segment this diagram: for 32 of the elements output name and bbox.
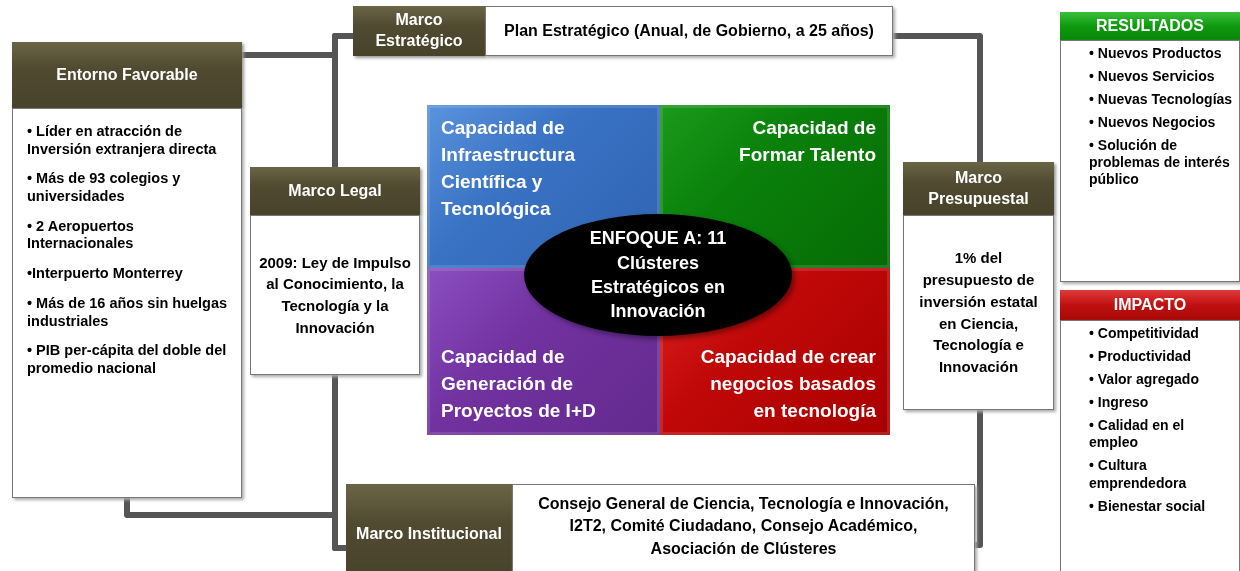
bullet-item: • Ingreso [1089,394,1150,412]
bullet-item: • Bienestar social [1089,497,1207,515]
bullet-item: • 2 Aeropuertos Internacionales [27,217,135,254]
bullet-item: • Productividad [1089,348,1193,366]
connector-line [332,33,353,167]
header-banner: Marco Legal [250,167,420,215]
bullet-item: • Calidad en el empleo [1089,417,1186,452]
header-banner: IMPACTO [1060,290,1240,320]
bullet-item: • Nuevos Negocios [1089,114,1217,132]
header-banner: Marco Presupuestal [903,162,1054,215]
text-panel: 1% del presupuesto de inversión estatal en Ciencia, Tecnología e Innovación [903,215,1054,410]
bullet-item: • Competitividad [1089,325,1200,343]
bullet-item: • PIB per-cápita del doble del promedio nacional [27,342,228,378]
bullet-item: •Interpuerto Monterrey [27,265,184,283]
header-banner: Marco Estratégico [353,6,485,56]
header-banner: Entorno Favorable [12,42,242,108]
text-panel: Plan Estratégico (Anual, de Gobierno, a 25 años) [485,6,893,56]
bullet-item: • Nuevas Tecnologías [1089,91,1233,109]
bullet-item: • Nuevos Productos [1089,45,1223,63]
bullet-item: • Solución de problemas de interés público [1089,137,1231,189]
header-banner: Marco Institucional [346,484,512,571]
connector-line [975,410,983,548]
connector-line [893,33,983,162]
bullet-item: • Líder en atracción de Inversión extranjera directa [27,123,218,159]
header-banner: RESULTADOS [1060,12,1240,40]
bullet-item: • Más de 16 años sin huelgas industriales [27,294,229,331]
text-panel: 2009: Ley de Impulso al Conocimiento, la Tecnología y la Innovación [250,215,420,375]
bullet-item: • Más de 93 colegios y universidades [27,170,182,206]
bullet-item: • Valor agregado [1089,371,1200,389]
text-panel: Consejo General de Ciencia, Tecnología e Innovación, I2T2, Comité Ciudadano, Consejo Académico, Asociación de Clústeres [512,484,975,571]
bullet-item: • Cultura emprendedora [1089,457,1188,492]
bullet-item: • Nuevos Servicios [1089,68,1216,86]
